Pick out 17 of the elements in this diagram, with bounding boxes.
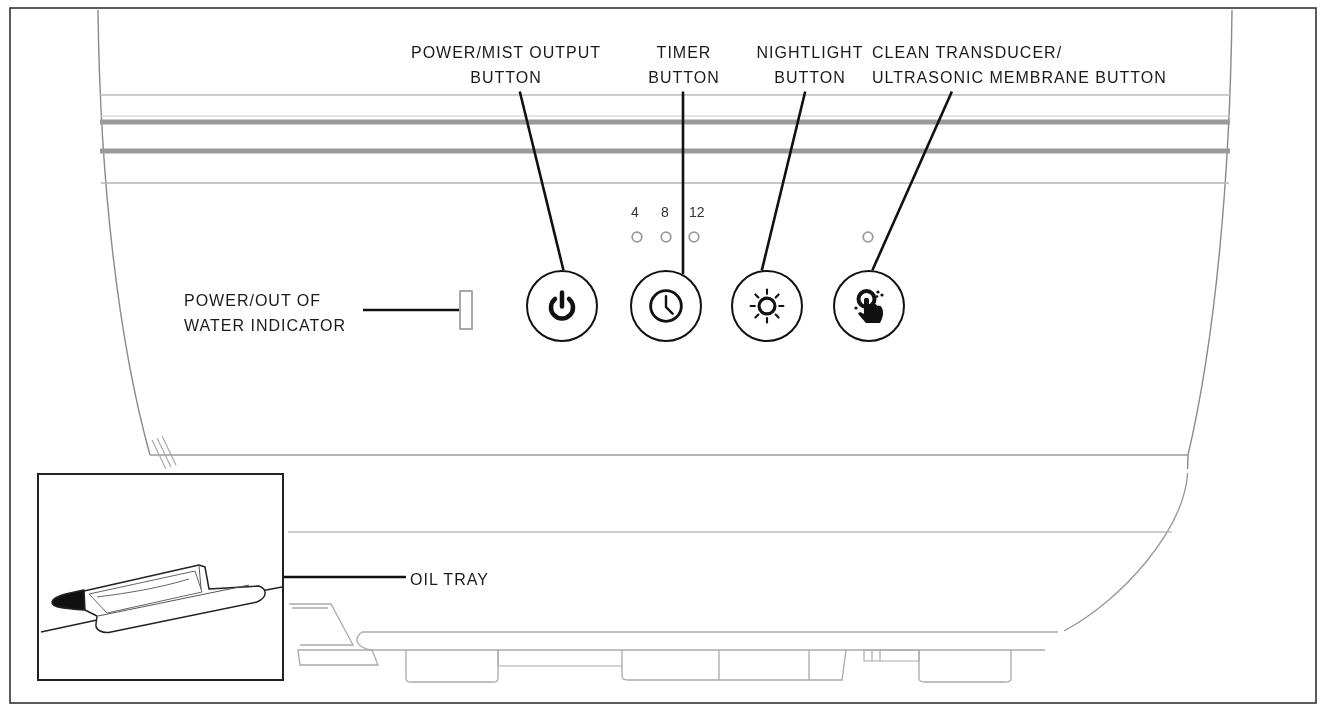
leader-line [518,91,565,271]
callout-label: NIGHTLIGHT BUTTON [752,37,868,92]
callout-label: TIMER BUTTON [640,37,728,92]
leader-line [871,90,954,271]
timer-hours-label: 4 [631,204,639,220]
callout-label: POWER/MIST OUTPUT BUTTON [399,37,613,92]
timer-hours-label: 8 [661,204,669,220]
indicator-light [459,290,473,330]
leader-line [681,91,685,275]
leader-line [363,308,459,312]
leader-line [284,575,406,579]
callout-label: OIL TRAY [406,564,493,594]
timer-hours-label: 12 [689,204,705,220]
callout-label: CLEAN TRANSDUCER/ ULTRASONIC MEMBRANE BUTTON [868,37,1176,92]
callout-label: POWER/OUT OF WATER INDICATOR [180,285,363,340]
detail-inset [37,473,284,681]
leader-line [760,91,807,271]
